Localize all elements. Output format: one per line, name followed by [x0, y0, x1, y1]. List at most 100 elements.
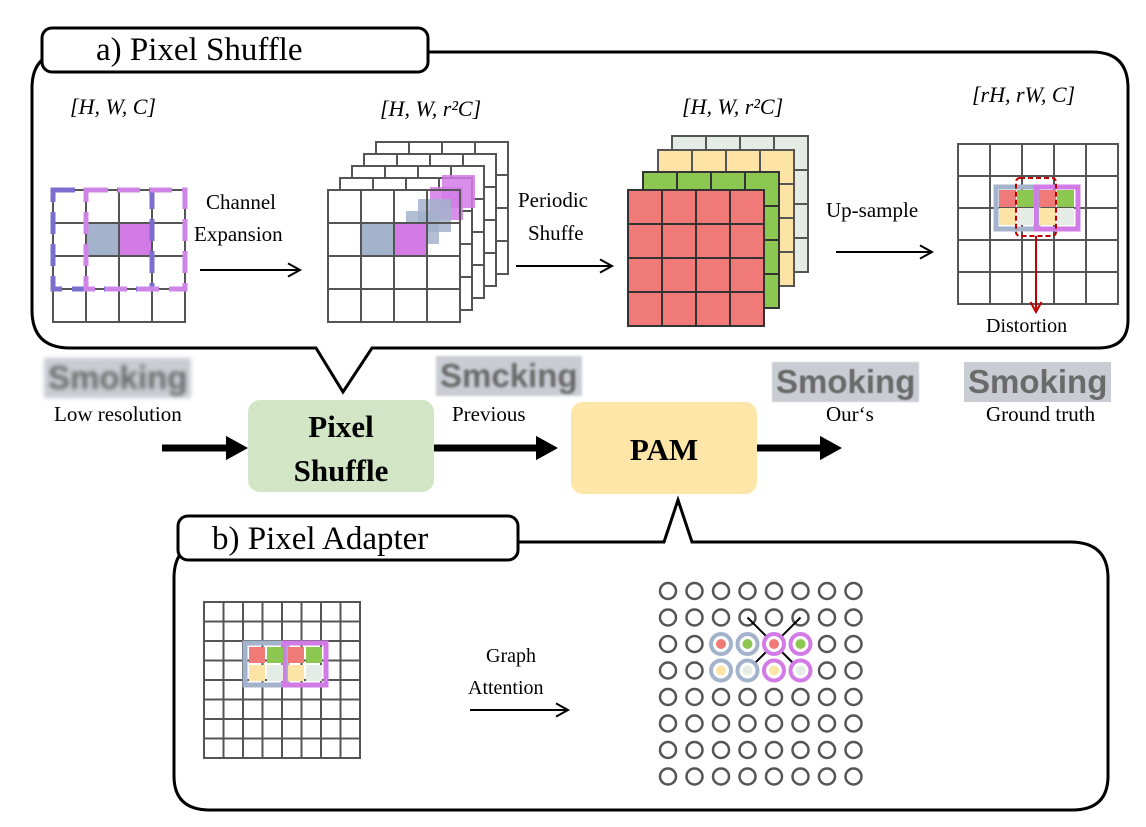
graph-node [685, 767, 704, 786]
graph-node [738, 767, 757, 786]
graph-node-core [742, 639, 753, 649]
output-subpixel [1039, 208, 1056, 225]
up-sample-arrow-head [919, 244, 935, 260]
graph-node [685, 687, 704, 707]
graph-node-core [716, 665, 726, 676]
expanded-purple-pixel [394, 223, 427, 256]
graph-node-core [742, 665, 753, 676]
expanded-front-lines [327, 189, 461, 323]
low-resolution-sample: Smoking [44, 358, 192, 398]
distortion-arrow-head [1029, 301, 1043, 315]
graph-node [844, 740, 863, 760]
periodic-shuffle-arrow-head [599, 258, 615, 274]
graph-node [738, 740, 757, 760]
graph-node [844, 608, 863, 627]
pixel-adapter-panel-title: b) Pixel Adapter [212, 521, 429, 557]
input-dim-label: [H, W, C] [70, 94, 156, 119]
output-subpixel [1039, 190, 1056, 207]
graph-node [764, 608, 784, 627]
ground-truth-sample: Smoking [964, 362, 1112, 402]
expanded-blue-pixel [361, 223, 394, 256]
adapter-subpixel [267, 665, 283, 681]
graph-attention-label-2: Attention [468, 677, 544, 699]
pixel-adapter-panel-tab [176, 514, 520, 562]
graph-node [685, 740, 704, 760]
graph-attention-arrow-head [555, 702, 571, 718]
pixel-shuffle-to-pam-arrow-head [536, 435, 558, 461]
input-arrow [162, 435, 248, 461]
graph-node [817, 687, 837, 707]
graph-node [844, 581, 863, 601]
graph-node [817, 608, 837, 627]
output-arrow-head [820, 435, 842, 461]
graph-node [658, 661, 678, 680]
output-dim-label: [rH, rW, C] [972, 82, 1076, 107]
graph-node [685, 661, 704, 680]
graph-node [844, 767, 863, 786]
graph-node [817, 767, 837, 786]
graph-node-core [795, 665, 806, 676]
graph-node [764, 740, 784, 760]
distortion-arrow [1029, 236, 1043, 315]
graph-node [817, 661, 837, 680]
periodic-shuffle-arrow [516, 258, 615, 274]
graph-node [658, 740, 678, 760]
pixel-shuffle-block-label-1: Pixel [308, 409, 374, 444]
adapter-subpixel [249, 665, 265, 681]
graph-node [844, 634, 863, 654]
output-subpixel [999, 208, 1016, 225]
graph-node [791, 714, 810, 733]
graph-node-core [795, 639, 806, 649]
graph-node [764, 687, 784, 707]
periodic-shuffle-label-2: Shuffe [528, 221, 584, 245]
graph-node [711, 581, 731, 601]
graph-node [658, 581, 678, 601]
graph-node [658, 634, 678, 654]
output-subpixel [1017, 208, 1034, 225]
graph-node-core [716, 639, 726, 649]
periodic-shuffle-label-1: Periodic [518, 188, 588, 212]
graph-node [764, 714, 784, 733]
graph-node [711, 740, 731, 760]
adapter-subpixel [249, 647, 265, 663]
adapter-subpixel [306, 647, 322, 663]
shuffled-dim-label: [H, W, r²C] [682, 94, 784, 119]
pixel-shuffle-to-pam-arrow [434, 435, 558, 461]
output-subpixel [999, 190, 1016, 207]
channel-expansion-arrow [200, 262, 303, 278]
channel-expansion-label-1: Channel [206, 190, 276, 214]
adapter-subpixel [288, 665, 304, 681]
ours-caption: Our‘s [826, 402, 874, 426]
graph-node [817, 740, 837, 760]
graph-node [764, 581, 784, 601]
graph-node [658, 767, 678, 786]
graph-node [791, 581, 810, 601]
graph-node [658, 608, 678, 627]
pixel-shuffle-block-label-2: Shuffle [293, 453, 389, 488]
adapter-subpixel [267, 647, 283, 663]
channel-red [627, 189, 765, 327]
graph-node [685, 714, 704, 733]
previous-sample: Smcking [436, 356, 582, 396]
graph-node-core [769, 665, 779, 676]
output-subpixel [1057, 190, 1074, 207]
adapter-subpixel [306, 665, 322, 681]
graph-node [817, 581, 837, 601]
graph-node [844, 714, 863, 733]
expanded-dim-label: [H, W, r²C] [380, 96, 482, 121]
graph-node [658, 714, 678, 733]
pixel-shuffle-block [248, 400, 434, 492]
distortion-highlight-box [1015, 177, 1057, 237]
adapter-subpixel [288, 647, 304, 663]
graph-node [658, 687, 678, 707]
input-receptive-field-purple [83, 187, 188, 292]
adapter-purple-group [281, 640, 329, 688]
graph-node [711, 767, 731, 786]
graph-node [844, 661, 863, 680]
channel-expansion-label-2: Expansion [194, 222, 283, 246]
graph-node [817, 634, 837, 654]
graph-node [738, 581, 757, 601]
pixel-shuffle-panel-tab [40, 26, 430, 74]
up-sample-label: Up-sample [826, 198, 919, 222]
graph-node [738, 687, 757, 707]
